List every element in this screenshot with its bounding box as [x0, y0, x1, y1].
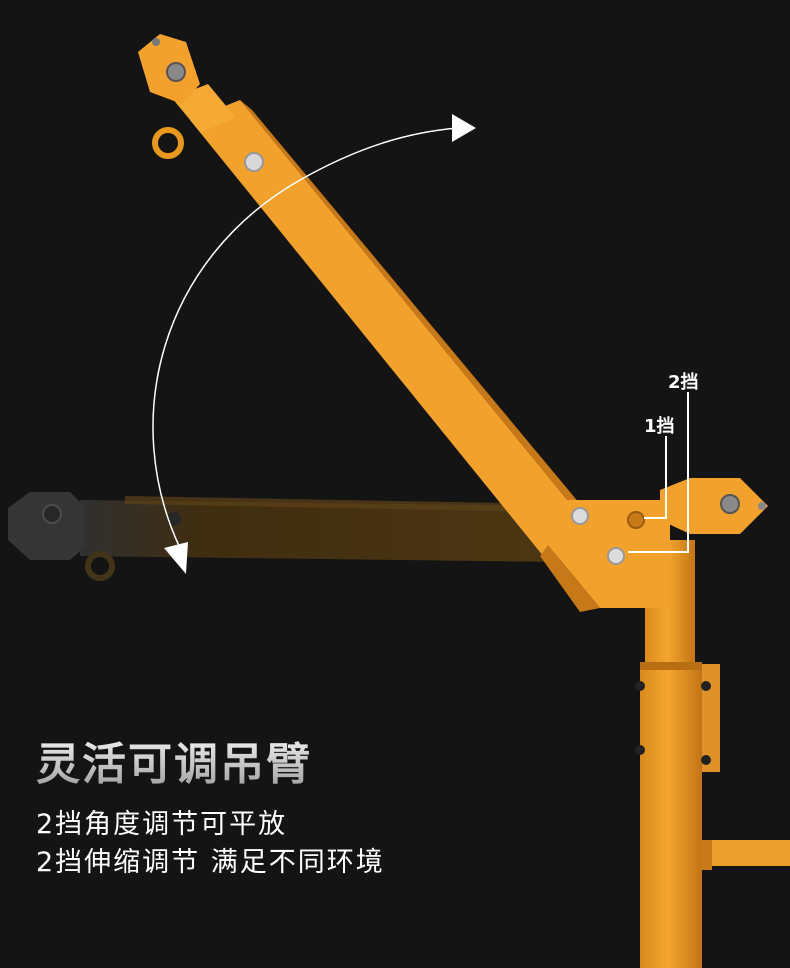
gear-1-label: 1挡 — [644, 416, 675, 437]
crane-mast — [635, 540, 790, 968]
subline-angle: 2挡角度调节可平放 — [36, 809, 288, 840]
joint-plate — [540, 500, 670, 612]
main-arm — [138, 34, 610, 562]
mast-head-plate — [660, 478, 768, 534]
rotation-arrow — [152, 114, 476, 574]
ghost-arm — [8, 492, 560, 581]
gear-leader-lines — [628, 392, 689, 553]
subline-telescopic: 2挡伸缩调节 满足不同环境 — [36, 847, 385, 878]
headline: 灵活可调吊臂 — [36, 728, 312, 792]
gear-2-label: 2挡 — [668, 372, 699, 393]
